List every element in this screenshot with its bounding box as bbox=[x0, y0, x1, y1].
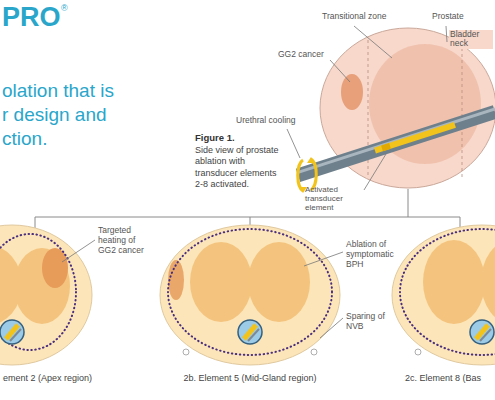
transitional-zone bbox=[369, 44, 481, 164]
leader-line bbox=[62, 240, 95, 262]
ultrasound-probe bbox=[298, 112, 495, 175]
part-label: GG2 cancer bbox=[278, 50, 324, 59]
bph-lobe bbox=[248, 242, 310, 322]
leader-line bbox=[354, 26, 392, 58]
ablation-boundary bbox=[0, 234, 76, 350]
trademark: ® bbox=[61, 4, 68, 13]
nvb bbox=[311, 349, 317, 355]
cooling-arrow bbox=[298, 160, 303, 191]
part-label: Ablation of symptomatic BPH bbox=[346, 240, 396, 269]
bracket bbox=[35, 189, 460, 228]
part-label: Transitional zone bbox=[322, 12, 386, 21]
brand-name: PRO bbox=[2, 4, 61, 31]
bracket-line bbox=[408, 189, 409, 217]
section-caption: 2b. Element 5 (Mid-Gland region) bbox=[160, 374, 340, 384]
leader-line bbox=[287, 129, 300, 158]
bph-lobe bbox=[481, 240, 495, 324]
headline: ction. bbox=[2, 128, 47, 151]
cross-section bbox=[160, 225, 340, 365]
part-label: Activated transducer element bbox=[305, 186, 361, 212]
prostate-section bbox=[160, 225, 340, 365]
leader-line bbox=[330, 60, 350, 82]
probe-section bbox=[470, 320, 494, 344]
bph-lobe bbox=[423, 240, 485, 324]
part-label: Bladder neck bbox=[449, 30, 493, 49]
figure-caption: Side view of prostate ablation with tran… bbox=[195, 145, 283, 190]
section-caption: 2c. Element 8 (Bas bbox=[405, 374, 481, 384]
part-label: Sparing of NVB bbox=[346, 312, 392, 332]
nvb bbox=[183, 349, 189, 355]
side-view bbox=[298, 28, 495, 193]
cancer-region bbox=[42, 248, 68, 288]
leader-line bbox=[364, 154, 386, 190]
leaders bbox=[62, 26, 447, 338]
ablation-boundary bbox=[400, 229, 495, 355]
cooling-arrowhead bbox=[307, 157, 315, 163]
cross-section bbox=[0, 225, 92, 365]
bracket-line bbox=[35, 217, 460, 218]
part-label: Urethral cooling bbox=[236, 116, 296, 125]
headline: r design and bbox=[2, 104, 107, 127]
transducer-elements bbox=[375, 125, 455, 151]
leader-line bbox=[446, 26, 447, 42]
section-caption: ement 2 (Apex region) bbox=[3, 374, 92, 384]
nvb bbox=[415, 349, 421, 355]
cross-section bbox=[392, 225, 495, 365]
headline: olation that is bbox=[2, 80, 114, 103]
ablation-boundary bbox=[168, 229, 332, 355]
figure-number: Figure 1. bbox=[195, 132, 283, 143]
bph-lobe bbox=[14, 248, 70, 324]
bracket-line bbox=[35, 217, 36, 228]
part-label: Prostate bbox=[432, 12, 464, 21]
cancer-region bbox=[341, 74, 363, 110]
bracket-line bbox=[460, 217, 461, 227]
bracket-line bbox=[250, 217, 251, 225]
part-label: Targeted heating of GG2 cancer bbox=[98, 226, 150, 255]
active-element bbox=[382, 146, 390, 149]
probe-section bbox=[238, 320, 262, 344]
prostate-section bbox=[392, 225, 495, 365]
zone-dash bbox=[462, 36, 463, 180]
bph-lobe bbox=[190, 242, 252, 322]
leader-line bbox=[320, 318, 343, 338]
leader-line bbox=[304, 252, 343, 266]
prostate-section bbox=[0, 225, 92, 365]
probe-highlight bbox=[298, 109, 495, 172]
probe-section bbox=[0, 320, 24, 344]
